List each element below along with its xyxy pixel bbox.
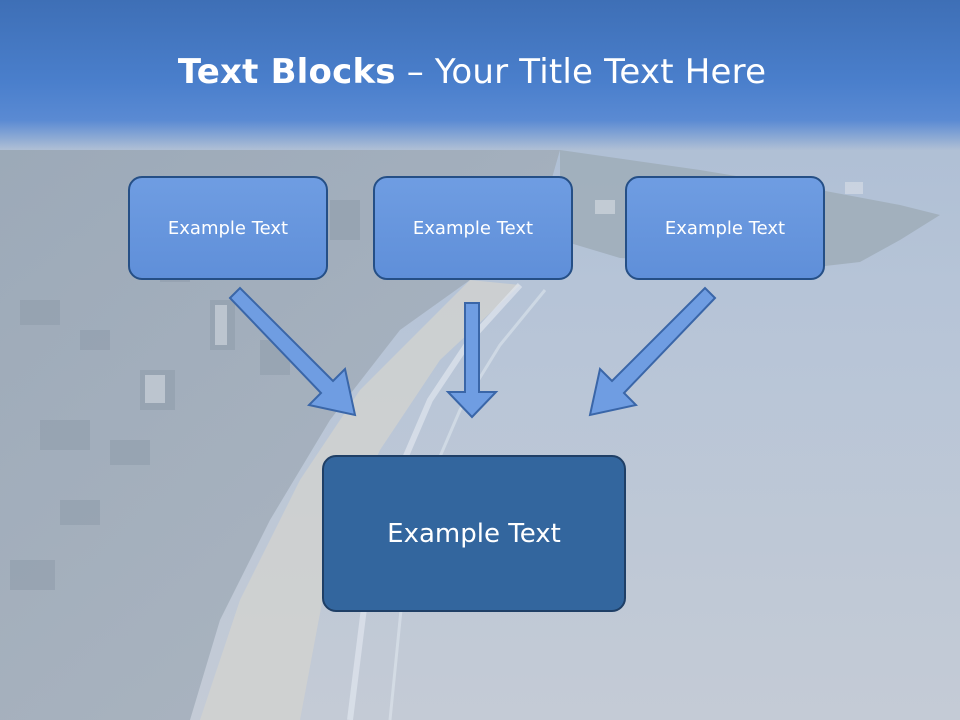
text-block-2-label: Example Text xyxy=(412,217,534,239)
text-block-3-label: Example Text xyxy=(664,217,786,239)
header-band xyxy=(0,0,960,150)
text-block-1: Example Text xyxy=(128,176,328,280)
result-block: Example Text xyxy=(322,455,626,612)
title-rest: – Your Title Text Here xyxy=(395,52,767,92)
result-block-label: Example Text xyxy=(387,518,561,549)
text-block-3: Example Text xyxy=(625,176,825,280)
slide-title: Text Blocks – Your Title Text Here xyxy=(0,52,944,92)
text-block-1-label: Example Text xyxy=(167,217,289,239)
title-bold: Text Blocks xyxy=(177,52,396,92)
text-block-2: Example Text xyxy=(373,176,573,280)
